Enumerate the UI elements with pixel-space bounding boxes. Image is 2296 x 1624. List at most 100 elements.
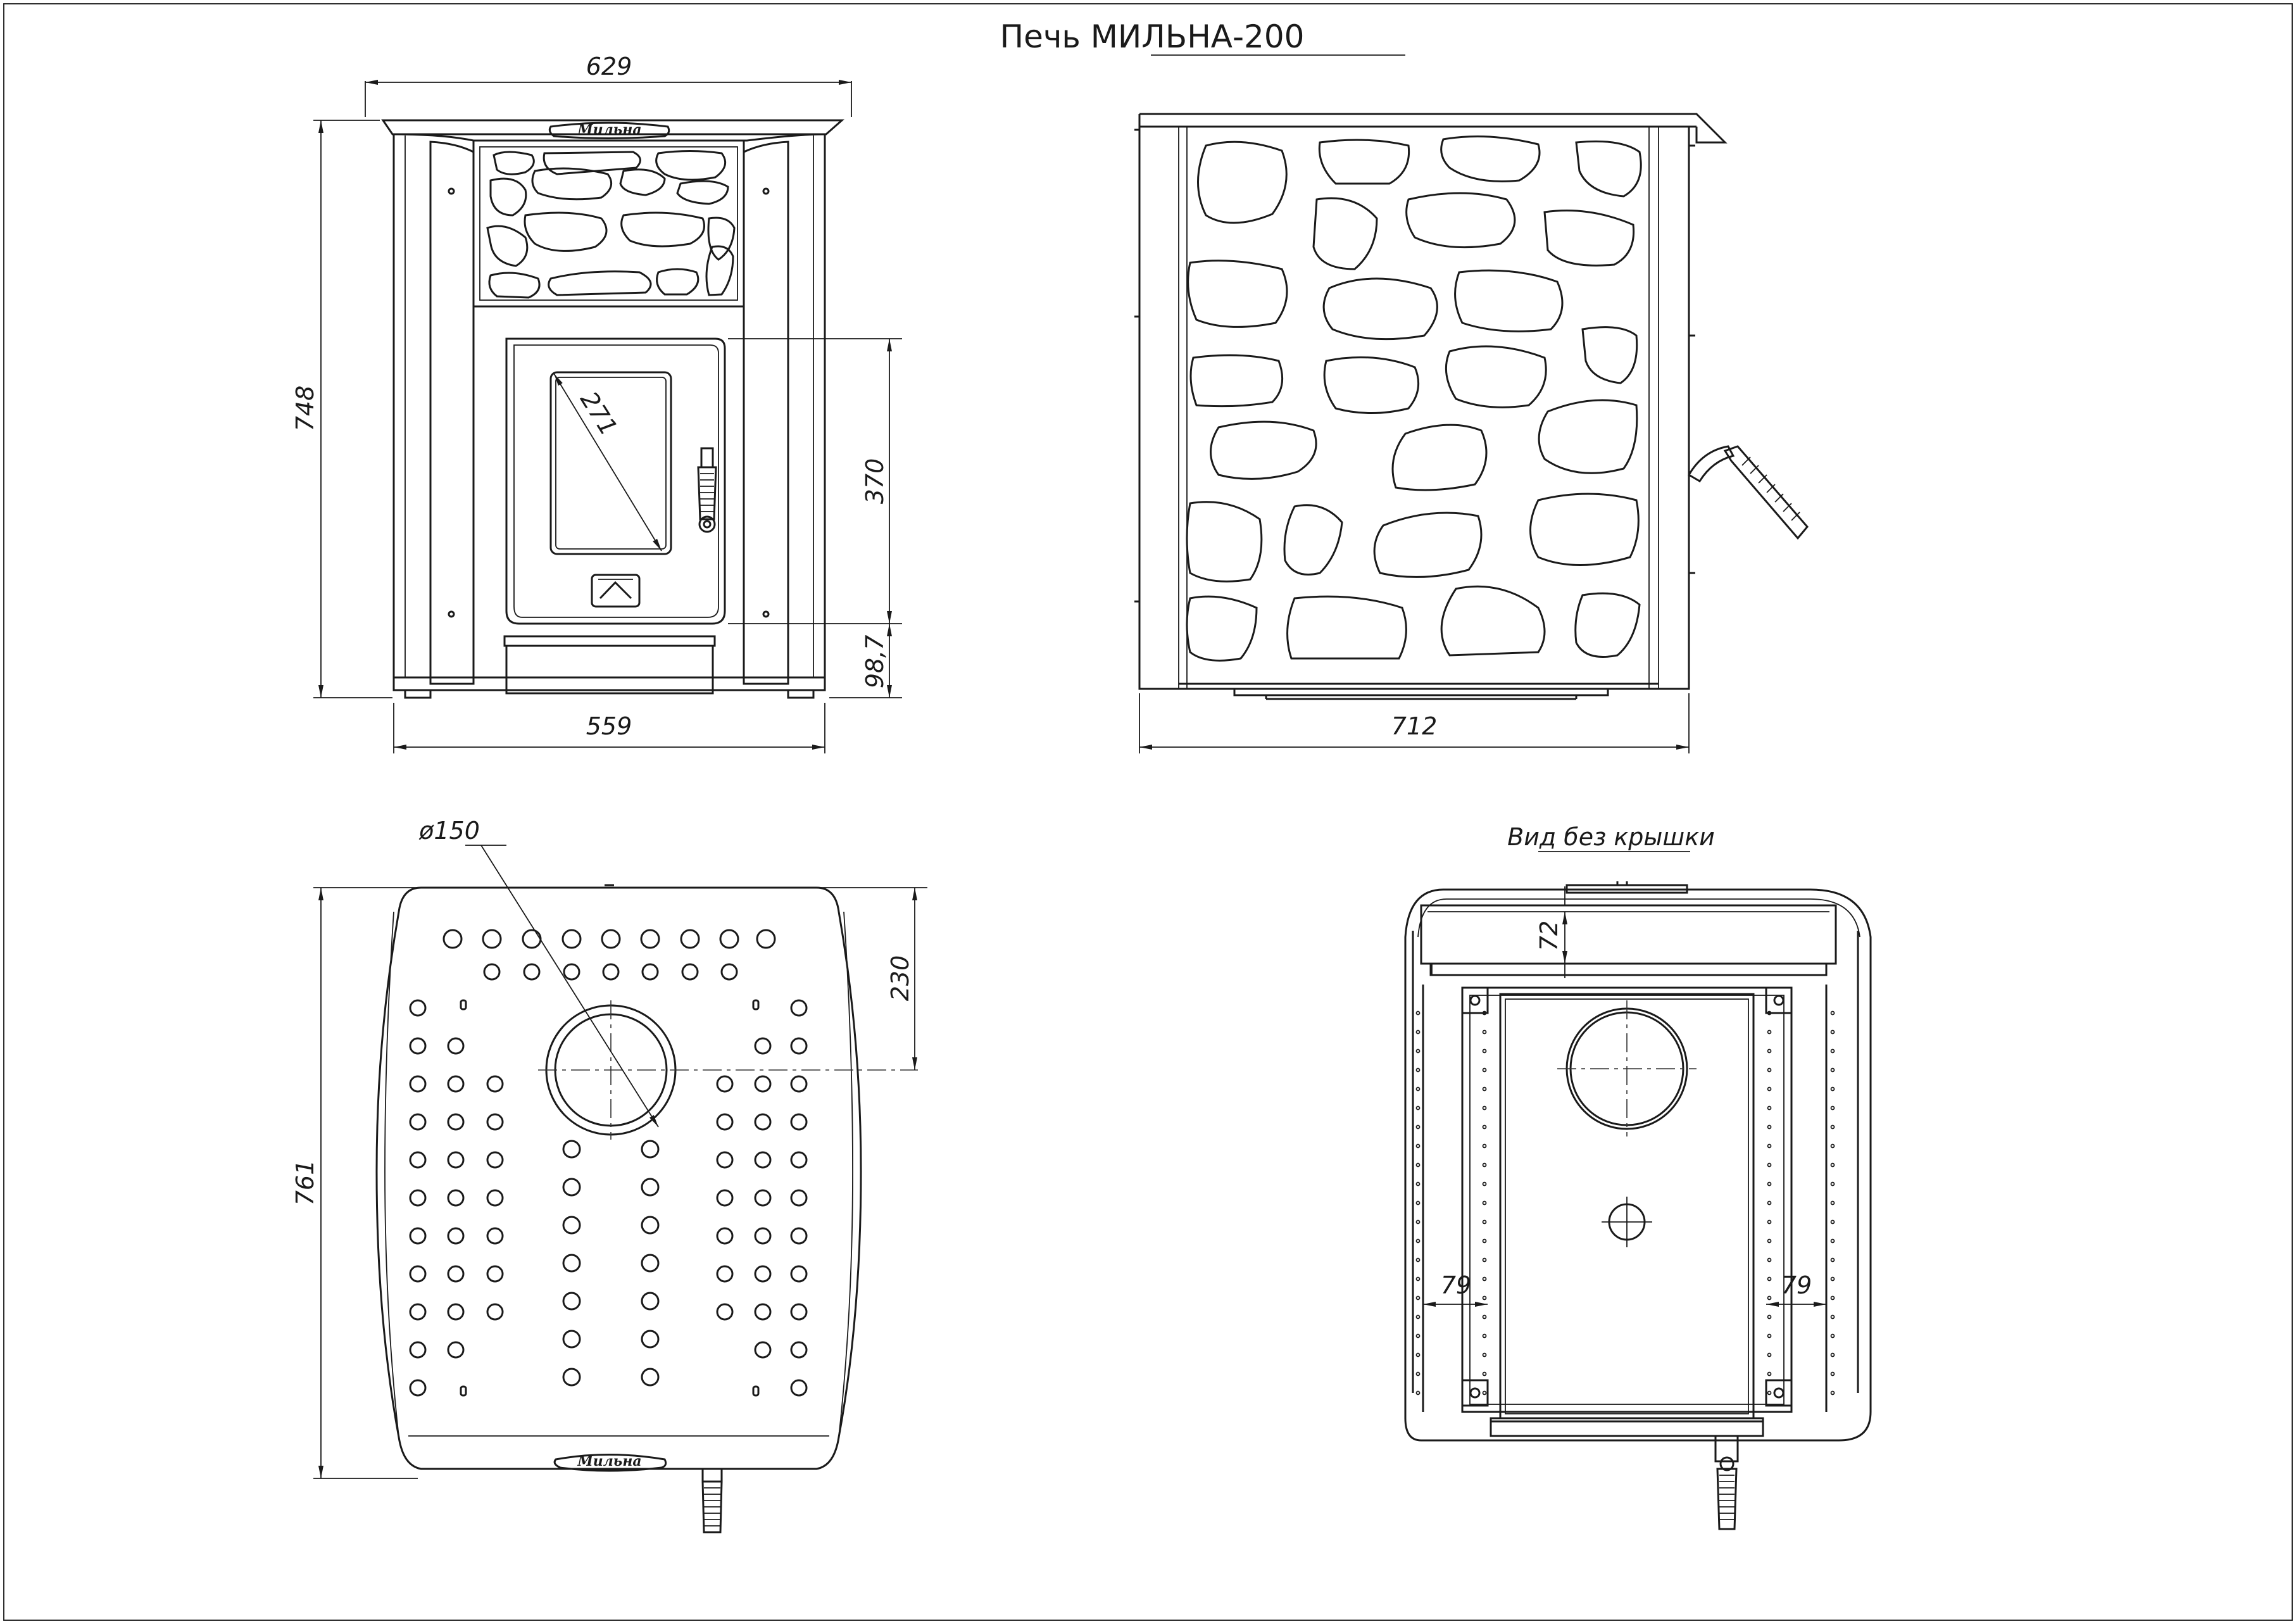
perforation-hole	[641, 1140, 660, 1159]
perforation-hole	[486, 1303, 504, 1321]
rivet	[1415, 1105, 1421, 1111]
perforation-hole	[716, 1303, 734, 1321]
rivet	[1767, 1010, 1772, 1016]
perforation-hole	[716, 1189, 734, 1207]
rivet	[1482, 1105, 1487, 1111]
perforation-hole	[409, 1151, 427, 1169]
perforation-hole	[720, 963, 738, 981]
inner-view: Вид без крышки	[1404, 823, 1872, 1530]
rivet	[1415, 1238, 1421, 1243]
rivet	[1830, 1219, 1835, 1224]
rivet	[1767, 1238, 1772, 1243]
perforation-hole	[486, 1189, 504, 1207]
perforation-hole	[602, 963, 620, 981]
perforation-hole	[790, 1037, 808, 1055]
rivet	[1767, 1162, 1772, 1168]
top-plate-dimensions: 761 230 ø150	[291, 817, 927, 1479]
perforation-hole	[562, 1254, 581, 1273]
rivet	[1767, 1314, 1772, 1319]
inner-dimensions: 72 79 79	[1423, 886, 1826, 1307]
rivet	[1830, 1086, 1835, 1092]
rivet	[1767, 1276, 1772, 1281]
rivet	[1415, 1219, 1421, 1224]
rivet	[1767, 1295, 1772, 1300]
rivet	[1482, 1257, 1487, 1262]
rivet	[1767, 1067, 1772, 1073]
rivet	[1830, 1333, 1835, 1338]
rivet	[1482, 1086, 1487, 1092]
rivet	[1830, 1295, 1835, 1300]
perforation-hole	[486, 1227, 504, 1245]
dim-ash-drawer-height: 98,7	[861, 635, 889, 689]
rivet	[1482, 1029, 1487, 1035]
rivet	[1767, 1390, 1772, 1395]
perforation-hole	[790, 1265, 808, 1283]
rivet	[1415, 1086, 1421, 1092]
dim-flue-diameter: ø150	[418, 817, 480, 845]
perforation-hole	[447, 1113, 465, 1131]
perforation-hole	[641, 1368, 660, 1387]
perforation-hole	[486, 1113, 504, 1131]
rivet	[1482, 1124, 1487, 1130]
perforation-hole	[681, 963, 699, 981]
rivet	[1830, 1314, 1835, 1319]
front-dimensions: 629 559 748 370 98,7 271	[291, 53, 902, 753]
rivet	[1830, 1238, 1835, 1243]
rivet	[1482, 1238, 1487, 1243]
perforation-hole	[641, 1216, 660, 1235]
dim-inner-lid-gap: 72	[1535, 921, 1563, 951]
rivet	[1830, 1200, 1835, 1205]
rivet	[1415, 1010, 1421, 1016]
perforation-hole	[409, 1303, 427, 1321]
perforation-hole	[562, 1368, 581, 1387]
perforation-hole	[409, 1075, 427, 1093]
rivet	[1482, 1067, 1487, 1073]
perforation-hole	[680, 929, 700, 949]
rivet	[1482, 1010, 1487, 1016]
perforation-hole	[563, 963, 580, 981]
perforation-hole	[641, 1178, 660, 1197]
rivet	[1830, 1067, 1835, 1073]
rivet	[1830, 1162, 1835, 1168]
drawing-title: Печь МИЛЬНА-200	[1000, 18, 1305, 55]
rivet	[1830, 1181, 1835, 1187]
dim-inner-side-left: 79	[1441, 1271, 1471, 1299]
side-dimensions: 712	[1139, 693, 1690, 753]
rivet	[1830, 1390, 1835, 1395]
inner-rivets	[1415, 1010, 1835, 1395]
perforation-hole	[790, 999, 808, 1017]
rivet	[1482, 1352, 1487, 1357]
perforation-hole	[716, 1227, 734, 1245]
perforation-hole	[447, 1265, 465, 1283]
perforation-hole	[790, 1303, 808, 1321]
perforation-hole	[562, 1140, 581, 1159]
rivet	[1767, 1257, 1772, 1262]
rivet	[1830, 1143, 1835, 1149]
perforation-hole	[754, 1113, 772, 1131]
perforation-hole	[790, 1113, 808, 1131]
rivet	[1830, 1257, 1835, 1262]
rivet	[1830, 1010, 1835, 1016]
perforation-hole	[790, 1379, 808, 1397]
rivet	[1415, 1371, 1421, 1376]
rivet	[1482, 1390, 1487, 1395]
perforation-hole	[790, 1227, 808, 1245]
perforation-hole	[754, 1075, 772, 1093]
rivet	[1415, 1276, 1421, 1281]
rivet	[1415, 1200, 1421, 1205]
rivet	[1415, 1295, 1421, 1300]
dim-inner-side-right: 79	[1781, 1271, 1812, 1299]
perforation-hole	[641, 1292, 660, 1311]
perforation-hole	[562, 1178, 581, 1197]
perforation-hole	[716, 1265, 734, 1283]
perforation-hole	[641, 1254, 660, 1273]
rivet	[1830, 1124, 1835, 1130]
perforation-hole	[716, 1113, 734, 1131]
perforation-hole	[716, 1075, 734, 1093]
perforation-hole	[754, 1227, 772, 1245]
perforation-hole	[754, 1037, 772, 1055]
perforation-hole	[790, 1151, 808, 1169]
rivet	[1482, 1200, 1487, 1205]
perforation-hole	[486, 1151, 504, 1169]
